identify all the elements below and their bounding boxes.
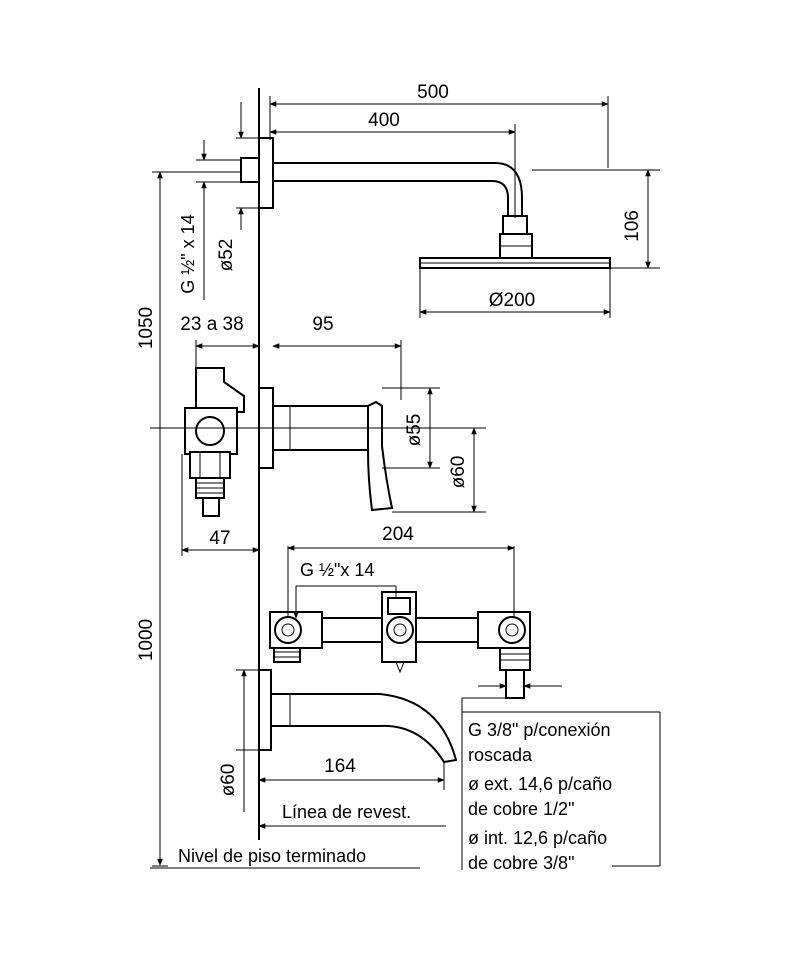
dim-60-spout: ø60 [218, 764, 239, 797]
connection-note: G 3/8" p/conexión roscada ø ext. 14,6 p/… [461, 711, 661, 873]
valve-bar-assembly [269, 591, 531, 699]
label-piso: Nivel de piso terminado [178, 846, 366, 866]
dim-95: 95 [312, 314, 333, 335]
mixer-hex-nut [189, 451, 231, 479]
note-line-3: ø ext. 14,6 p/caño [468, 774, 612, 794]
note-line-6: de cobre 3/8" [468, 853, 574, 873]
dim-164: 164 [324, 756, 356, 777]
dim-106: 106 [622, 210, 643, 242]
dim-200: Ø200 [489, 290, 535, 311]
mixer-outlet [195, 416, 225, 446]
dim-55: ø55 [404, 414, 425, 447]
shower-assembly [240, 137, 611, 269]
mixer-inlet-stub [202, 497, 220, 517]
thread-mid-label: G ½"x 14 [300, 560, 374, 580]
spout-body [270, 693, 458, 764]
dim-52: ø52 [216, 239, 237, 272]
dim-500: 500 [417, 82, 449, 103]
note-line-2: roscada [468, 745, 533, 765]
valve-copper-stub [505, 669, 525, 699]
spout-wall-flange [258, 669, 272, 751]
mixer-lever [367, 400, 394, 512]
dim-23a38: 23 a 38 [180, 314, 243, 335]
thread-top-label: G ½" x 14 [178, 214, 198, 293]
dim-47: 47 [209, 528, 230, 549]
note-line-4: de cobre 1/2" [468, 799, 574, 819]
note-line-5: ø int. 12,6 p/caño [468, 828, 607, 848]
shower-wall-flange [258, 137, 274, 209]
label-revest: Línea de revest. [282, 802, 411, 822]
note-line-1: G 3/8" p/conexión [468, 720, 610, 740]
dim-1050: 1050 [136, 307, 157, 349]
dim-204: 204 [382, 524, 414, 545]
dim-400: 400 [368, 110, 400, 131]
spout-assembly [258, 669, 458, 764]
mixer-assembly [184, 367, 394, 517]
shower-swivel-nut [502, 215, 528, 235]
dim-60-mixer: ø60 [448, 456, 469, 489]
dim-1000: 1000 [136, 619, 157, 661]
shower-inlet-stub [240, 157, 260, 183]
